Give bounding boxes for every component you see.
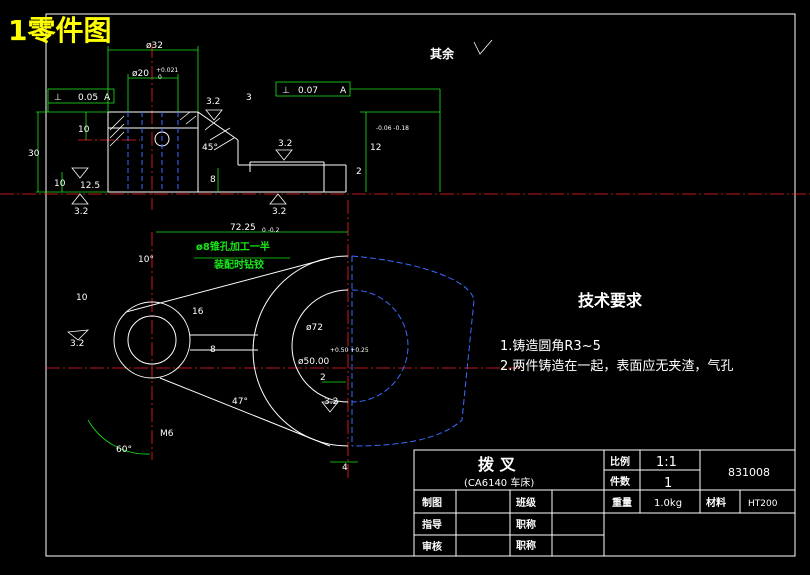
dim-phi72: ø72 (306, 323, 323, 333)
tb-class-label: 班级 (516, 496, 537, 509)
dim-30: 30 (28, 149, 40, 159)
tb-draw-label: 制图 (422, 496, 442, 509)
dim-d20-tol-low: 0 (158, 74, 162, 81)
rough-3-2-b: 3.2 (278, 139, 292, 149)
dim-perp1-tol: 0.05 (78, 93, 98, 103)
dim-47: 47° (232, 397, 248, 407)
symbol-perp-1: ⊥ (54, 93, 62, 103)
title-block-grid (413, 449, 796, 557)
tb-material-value: HT200 (748, 499, 778, 509)
tb-part-name: 拨 叉 (478, 455, 517, 474)
rough-3-2-d: 3.2 (272, 207, 286, 217)
tb-drawing-no: 831008 (728, 466, 770, 479)
rough-12-5: 12.5 (80, 181, 100, 191)
note-assembly: 装配时钻铰 (213, 258, 264, 271)
tech-req-item-1: 1.铸造圆角R3~5 (500, 338, 601, 354)
tb-count-value: 1 (664, 476, 672, 491)
dim-8a: 8 (210, 175, 216, 185)
dim-2: 2 (356, 167, 362, 177)
drawing-frame (45, 13, 796, 557)
surface-note-label: 其余 (430, 46, 455, 61)
tb-material-label: 材料 (706, 496, 726, 509)
dim-60: 60° (116, 445, 132, 455)
dim-d20: ø20 (132, 69, 149, 79)
tb-scale-value: 1:1 (656, 455, 677, 470)
tb-position-label-2: 职称 (516, 539, 536, 552)
dim-m6: M6 (160, 429, 174, 439)
dim-45: 45° (202, 143, 218, 153)
dim-8b: 8 (210, 345, 216, 355)
dim-12-tol: -0.06 -0.18 (376, 125, 409, 132)
tb-scale-label: 比例 (610, 455, 630, 468)
tech-req-title: 技术要求 (578, 291, 643, 310)
tb-position-label-1: 职称 (516, 518, 536, 531)
tb-guide-label: 指导 (422, 518, 442, 531)
page-title: 1零件图 (8, 14, 111, 47)
rough-3-2-f: 3.2 (324, 397, 338, 407)
rough-3-2-c: 3.2 (74, 207, 88, 217)
dim-phi50-tol: +0.50 +0.25 (330, 347, 369, 354)
rough-3-2-a: 3.2 (206, 97, 220, 107)
dim-2b: 2 (320, 373, 326, 383)
tb-count-label: 件数 (610, 475, 631, 488)
top-view-hidden (351, 255, 475, 447)
dim-phi50: ø50.00 (298, 357, 330, 367)
dim-perp2-datum: A (340, 86, 347, 96)
dim-72: 72.25 (230, 223, 256, 233)
dim-d20-tol: +0.021 (156, 67, 178, 74)
front-view (107, 111, 347, 193)
top-view (113, 255, 349, 447)
roughness-symbols (66, 39, 493, 413)
symbol-perp-2: ⊥ (282, 86, 290, 96)
dim-10c: 10 (76, 293, 88, 303)
dim-3: 3 (246, 93, 252, 103)
dim-16: 16 (192, 307, 204, 317)
dim-10a: 10 (78, 125, 90, 135)
dim-perp2-tol: 0.07 (298, 86, 318, 96)
note-hole: ø8锥孔加工一半 (196, 240, 270, 253)
tb-weight-label: 重量 (612, 496, 632, 509)
dim-10deg: 10° (138, 255, 154, 265)
dim-perp1-datum: A (104, 93, 111, 103)
hidden-lines (127, 112, 179, 192)
dim-10b: 10 (54, 179, 66, 189)
tb-model: (CA6140 车床) (464, 476, 534, 489)
dim-72-tol: 0 -0.2 (262, 227, 280, 234)
tech-req-item-2: 2.两件铸造在一起，表面应无夹渣，气孔 (500, 358, 733, 374)
tb-weight-value: 1.0kg (654, 498, 682, 509)
centerlines (0, 44, 810, 480)
dimension-texts: ø32 ø20 +0.021 0 ⊥ 0.05 A ⊥ 0.07 A 3.2 3… (28, 41, 409, 473)
dim-12: 12 (370, 143, 381, 153)
section-hatching (109, 111, 235, 151)
dim-4: 4 (342, 463, 348, 473)
title-block-texts: 拨 叉 (CA6140 车床) 比例 1:1 件数 1 831008 制图 班级… (422, 455, 778, 553)
tb-review-label: 审核 (422, 540, 442, 553)
dimension-lines (36, 46, 441, 463)
dim-d32: ø32 (146, 41, 163, 51)
rough-3-2-e: 3.2 (70, 339, 84, 349)
